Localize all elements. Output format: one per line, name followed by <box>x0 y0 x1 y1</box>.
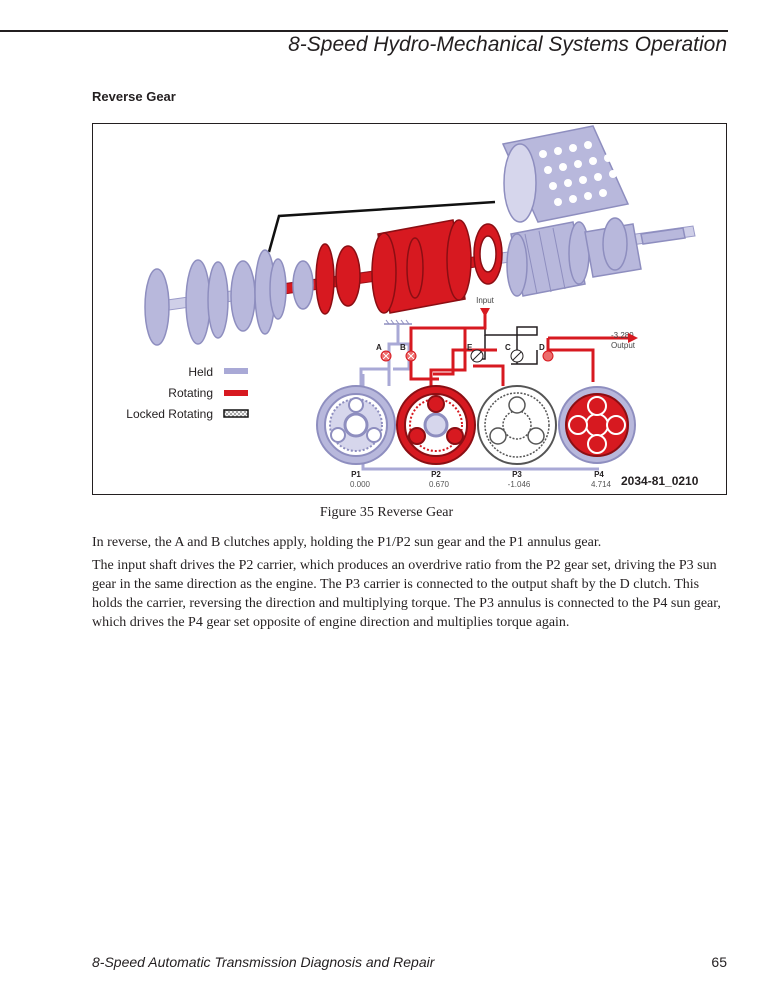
legend-label-locked-rotating: Locked Rotating <box>126 407 213 421</box>
rotating-connections <box>409 314 628 387</box>
output-label: Output <box>611 341 636 350</box>
legend-swatch-held <box>224 368 248 374</box>
figure-caption: Figure 35 Reverse Gear <box>319 505 454 520</box>
gearset-p2: P2 0.670 <box>396 385 476 489</box>
legend-label-held: Held <box>188 365 213 379</box>
gearset-p1: P1 0.000 <box>316 385 396 489</box>
clutch-b: B <box>400 343 417 362</box>
output-arrow <box>628 333 638 343</box>
legend-swatch-locked-rotating <box>223 409 249 418</box>
page-header-title: 8-Speed Hydro-Mechanical Systems Operati… <box>288 33 727 56</box>
footer-title: 8-Speed Automatic Transmission Diagnosis… <box>92 954 435 970</box>
gearset-p4-name: P4 <box>594 470 604 479</box>
exploded-transmission-illustration <box>144 125 696 346</box>
ground-symbol <box>384 319 412 325</box>
held-connections <box>359 324 599 471</box>
clutch-d: D <box>539 343 554 362</box>
body-paragraph-2: The input shaft drives the P2 carrier, w… <box>92 558 721 630</box>
figure-part-number: 2034-81_0210 <box>621 474 699 488</box>
input-arrow <box>480 308 490 317</box>
gearset-p3-name: P3 <box>512 470 522 479</box>
gearset-p4: P4 4.714 <box>558 386 636 489</box>
body-paragraph-1: In reverse, the A and B clutches apply, … <box>92 535 602 550</box>
svg-text:C: C <box>505 343 511 352</box>
section-heading: Reverse Gear <box>92 89 176 104</box>
gearset-p1-ratio: 0.000 <box>350 480 371 489</box>
gearset-p3: P3 -1.046 <box>477 385 557 489</box>
legend-label-rotating: Rotating <box>168 386 213 400</box>
gearset-p3-ratio: -1.046 <box>508 480 531 489</box>
output-ratio: -3.289 <box>611 331 634 340</box>
input-label: Input <box>476 296 495 305</box>
svg-text:D: D <box>539 343 545 352</box>
gearset-p1-name: P1 <box>351 470 361 479</box>
header-rule <box>0 30 728 32</box>
svg-text:A: A <box>376 343 382 352</box>
clutch-e: E <box>467 343 484 363</box>
svg-text:E: E <box>467 343 473 352</box>
power-flow-schematic: Input -3.289 Output A B E <box>359 296 638 471</box>
left-held-gears <box>144 249 314 346</box>
gearset-p4-ratio: 4.714 <box>591 480 612 489</box>
rotating-components <box>315 219 503 315</box>
gearset-p2-name: P2 <box>431 470 441 479</box>
clutch-housing-drum <box>501 125 630 223</box>
clutch-a: A <box>376 343 392 362</box>
gearset-p2-ratio: 0.670 <box>429 480 450 489</box>
legend-swatch-rotating <box>224 390 248 396</box>
page-number: 65 <box>711 954 727 970</box>
figure-legend: Held Rotating Locked Rotating <box>126 365 249 421</box>
svg-text:B: B <box>400 343 406 352</box>
right-held-drums <box>506 217 686 297</box>
figure-drawing: Held Rotating Locked Rotating <box>126 125 699 489</box>
figure-reverse-gear: Held Rotating Locked Rotating <box>92 123 727 495</box>
clutch-c: C <box>505 343 524 363</box>
